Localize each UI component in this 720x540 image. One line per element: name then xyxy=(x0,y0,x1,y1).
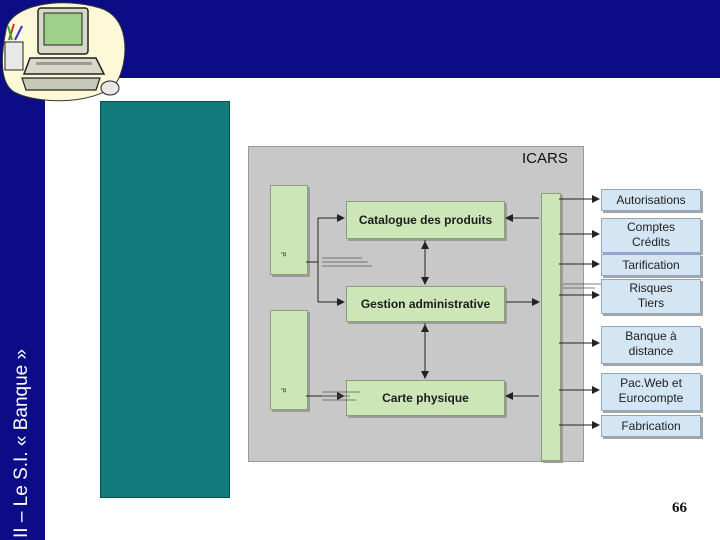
target-label: Fabrication xyxy=(621,419,681,433)
target-label: Risques xyxy=(629,281,673,295)
target-tarification: Tarification xyxy=(601,254,701,276)
target-label: Eurocompte xyxy=(618,391,684,405)
computer-clipart-icon xyxy=(1,2,126,102)
side-box-bottom xyxy=(270,310,308,410)
box-catalogue-label: Catalogue des produits xyxy=(358,213,493,227)
box-gestion-label: Gestion administrative xyxy=(360,297,491,311)
box-catalogue-produits: Catalogue des produits xyxy=(346,201,505,239)
vertical-slide-title: II – Le S.I. « Banque » xyxy=(11,348,32,538)
side-label-bottom: P xyxy=(279,388,286,393)
target-label: Tiers xyxy=(637,296,665,310)
target-comptes-credits: Comptes Crédits xyxy=(601,218,701,253)
slide-number: 66 xyxy=(672,500,687,516)
target-label: Banque à xyxy=(625,329,677,343)
side-label-top: P xyxy=(279,252,286,257)
side-box-top xyxy=(270,185,308,275)
target-pacweb-eurocompte: Pac.Web et Eurocompte xyxy=(601,373,701,411)
bus-bar xyxy=(541,193,561,461)
target-label: distance xyxy=(628,344,674,358)
target-label: Pac.Web et xyxy=(620,376,682,390)
teal-panel xyxy=(100,101,230,498)
target-label: Crédits xyxy=(631,235,670,249)
target-fabrication: Fabrication xyxy=(601,415,701,437)
target-label: Autorisations xyxy=(616,193,686,207)
box-carte-physique: Carte physique xyxy=(346,380,505,416)
diagram-title: ICARS xyxy=(522,150,568,167)
target-autorisations: Autorisations xyxy=(601,189,701,211)
target-label: Tarification xyxy=(622,258,680,272)
target-label: Comptes xyxy=(626,220,676,234)
target-risques-tiers: Risques Tiers xyxy=(601,279,701,314)
box-gestion-administrative: Gestion administrative xyxy=(346,286,505,322)
box-carte-label: Carte physique xyxy=(382,391,469,405)
target-banque-distance: Banque à distance xyxy=(601,326,701,364)
